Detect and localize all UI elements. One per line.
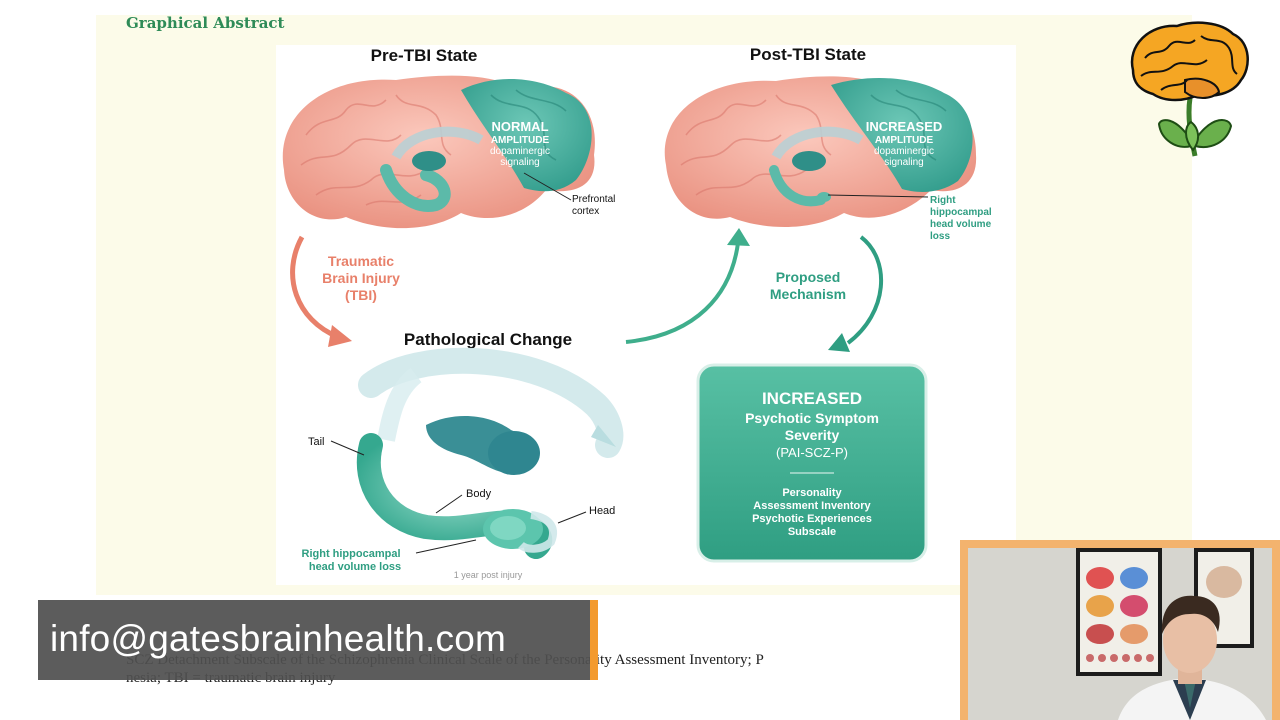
tbi-label-2: Brain Injury	[322, 270, 400, 286]
pathology-to-post-arrowhead	[727, 228, 750, 246]
increased-label-4: signaling	[884, 157, 923, 168]
body-label: Body	[466, 488, 492, 500]
tbi-arrowhead	[328, 325, 352, 347]
prefrontal-label-2: cortex	[572, 206, 599, 217]
mechanism-arrowhead	[828, 333, 850, 352]
tail-label: Tail	[308, 436, 325, 448]
mechanism-arrow	[846, 235, 884, 345]
pathological-change-title: Pathological Change	[404, 330, 572, 349]
tbi-label-1: Traumatic	[328, 253, 394, 269]
result-box	[696, 363, 928, 563]
normal-label-1: NORMAL	[491, 119, 548, 134]
graphical-abstract-figure: Pre-TBI State Post-TBI State NORMAL AMP	[276, 45, 1016, 585]
right-hippo-label-1: Right	[930, 195, 956, 206]
pre-tbi-title: Pre-TBI State	[371, 46, 478, 65]
pre-tbi-brain	[282, 75, 595, 229]
email-banner: info@gatesbrainhealth.com	[38, 600, 598, 680]
webcam-feed	[968, 548, 1272, 720]
brain-poster	[1086, 567, 1154, 662]
result-line-4: (PAI-SCZ-P)	[776, 445, 848, 460]
result-line-2: Psychotic Symptom	[745, 410, 879, 426]
prefrontal-label-1: Prefrontal	[572, 194, 615, 205]
result-line-7: Psychotic Experiences	[752, 513, 872, 525]
mechanism-label-2: Mechanism	[770, 286, 846, 302]
result-line-3: Severity	[785, 427, 840, 443]
brain-flower-logo	[1125, 18, 1255, 160]
post-tbi-title: Post-TBI State	[750, 45, 866, 64]
pathology-to-post-arrow	[625, 242, 740, 344]
normal-label-4: signaling	[500, 157, 539, 168]
slide-title: Graphical Abstract	[126, 14, 285, 32]
right-hippo-label-2: hippocampal	[930, 207, 992, 218]
hippo-loss-label-2: head volume loss	[309, 561, 401, 573]
tbi-label-3: (TBI)	[345, 287, 377, 303]
increased-label-3: dopaminergic	[874, 146, 934, 157]
head-label: Head	[589, 505, 615, 517]
right-hippo-label-3: head volume	[930, 219, 992, 230]
increased-label-1: INCREASED	[866, 119, 943, 134]
right-hippo-label-4: loss	[930, 231, 950, 242]
result-line-1: INCREASED	[762, 389, 862, 408]
tbi-arrow	[290, 235, 339, 340]
hippocampus-illustration	[330, 347, 624, 559]
webcam-overlay	[960, 540, 1280, 720]
presenter	[1118, 595, 1266, 720]
normal-label-2: AMPLITUDE	[491, 135, 550, 146]
email-text: info@gatesbrainhealth.com	[50, 618, 506, 659]
increased-label-2: AMPLITUDE	[875, 135, 934, 146]
result-line-8: Subscale	[788, 526, 836, 538]
hippo-loss-label-1: Right hippocampal	[302, 548, 401, 560]
result-line-5: Personality	[782, 487, 842, 499]
result-line-6: Assessment Inventory	[753, 500, 871, 512]
post-injury-label: 1 year post injury	[454, 570, 523, 580]
normal-label-3: dopaminergic	[490, 146, 550, 157]
mechanism-label-1: Proposed	[776, 269, 841, 285]
diagram-svg: Pre-TBI State Post-TBI State NORMAL AMP	[282, 45, 992, 580]
post-tbi-brain	[664, 76, 977, 227]
